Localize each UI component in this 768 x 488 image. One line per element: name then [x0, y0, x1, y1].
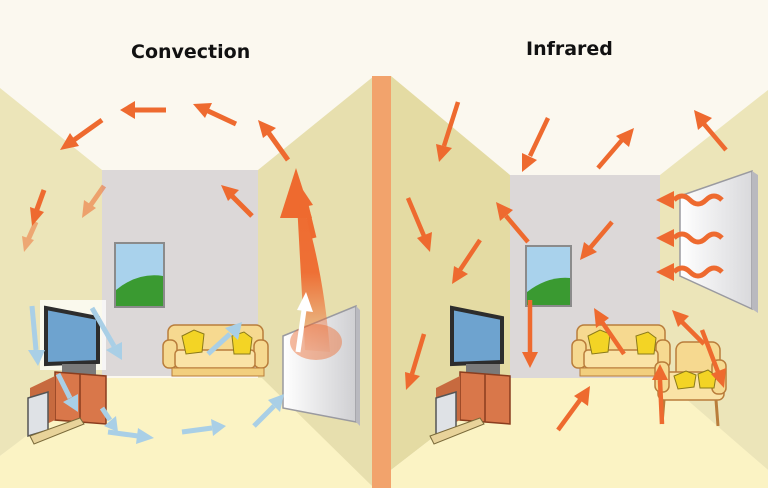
heat-arrow-icon: [221, 185, 254, 218]
heat-arrow-icon: [82, 184, 107, 218]
infrared-title: Infrared: [526, 38, 613, 60]
tv-icon: [429, 305, 511, 445]
heat-arrow-icon: [436, 101, 461, 162]
wave-arrow-icon: [656, 263, 724, 281]
heat-arrow-icon: [258, 120, 291, 162]
infrared-room: [391, 0, 768, 488]
convection-hot-arrows: [22, 101, 317, 252]
cool-air-arrow-icon: [206, 322, 242, 356]
convection-title: Convection: [131, 41, 251, 63]
heat-arrow-icon: [522, 117, 551, 172]
cool-air-arrow-icon: [28, 305, 45, 366]
heat-arrow-icon: [522, 300, 538, 368]
rising-air-arrow: [295, 292, 313, 353]
heat-arrow-icon: [594, 308, 626, 356]
heat-arrow-icon: [694, 110, 728, 152]
cool-air-arrow-icon: [99, 406, 118, 432]
infrared-wave-arrows: [656, 191, 724, 281]
convection-cool-arrows: [28, 305, 284, 444]
heat-arrow-icon: [405, 333, 427, 390]
window-icon: [114, 242, 165, 308]
heat-plume: [280, 168, 342, 360]
heat-arrow-icon: [405, 197, 432, 252]
panel-divider: [372, 76, 391, 488]
cool-air-arrow-icon: [252, 394, 284, 428]
window-icon: [525, 245, 572, 307]
heat-arrow-icon: [699, 329, 726, 388]
cool-air-arrow-icon: [55, 372, 78, 412]
heat-arrow-icon: [580, 220, 614, 260]
ceiling: [391, 0, 768, 175]
heat-arrow-icon: [299, 190, 317, 239]
wave-arrow-icon: [656, 229, 724, 247]
cool-air-arrow-icon: [107, 428, 154, 444]
heat-arrow-icon: [120, 101, 166, 119]
infrared-arrows: [405, 101, 728, 432]
heat-arrow-icon: [652, 364, 668, 425]
heat-arrow-icon: [496, 202, 530, 244]
heat-arrow-icon: [596, 128, 634, 170]
cool-air-arrow-icon: [181, 419, 226, 436]
heat-arrow-icon: [30, 189, 47, 226]
heat-arrow-icon: [22, 220, 39, 252]
heat-arrow-icon: [60, 117, 104, 150]
heat-arrow-icon: [193, 103, 238, 127]
heat-arrow-icon: [556, 386, 590, 432]
cool-air-arrow-icon: [89, 306, 122, 360]
tv-icon: [27, 300, 107, 445]
heat-arrow-icon: [672, 310, 706, 346]
wave-arrow-icon: [656, 191, 724, 209]
convection-room: [0, 0, 374, 488]
heat-arrow-icon: [452, 238, 482, 284]
